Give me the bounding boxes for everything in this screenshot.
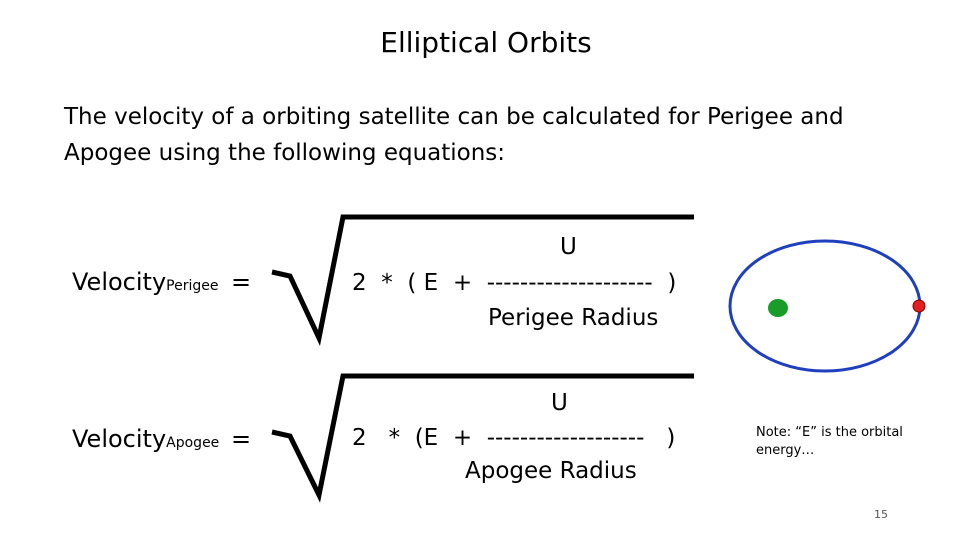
page-number: 15 — [874, 508, 888, 521]
velocity-apogee-label: VelocityApogee — [72, 425, 219, 453]
perigee-expression: 2 * ( E + -------------------- ) — [352, 270, 677, 296]
velocity-apogee-word: Velocity — [72, 425, 167, 453]
satellite-marker — [912, 299, 926, 313]
orbit-ellipse — [728, 239, 922, 373]
planet-marker — [768, 299, 788, 317]
velocity-perigee-label: VelocityPerigee — [72, 268, 218, 296]
orbital-energy-note: Note: “E” is the orbital energy… — [756, 425, 903, 458]
apogee-numerator: U — [551, 390, 568, 416]
perigee-equals-sign: = — [231, 268, 252, 296]
velocity-apogee-subscript: Apogee — [166, 435, 220, 451]
perigee-numerator: U — [560, 234, 577, 260]
velocity-perigee-subscript: Perigee — [166, 278, 219, 294]
perigee-denominator: Perigee Radius — [488, 305, 659, 331]
intro-text-line-2: Apogee using the following equations: — [64, 140, 506, 166]
apogee-equals-sign: = — [231, 425, 252, 453]
apogee-expression: 2 * (E + ------------------- ) — [352, 425, 676, 451]
velocity-perigee-word: Velocity — [72, 268, 167, 296]
intro-text-line-1: The velocity of a orbiting satellite can… — [64, 104, 844, 130]
slide-title: Elliptical Orbits — [380, 26, 592, 59]
apogee-denominator: Apogee Radius — [465, 458, 637, 484]
perigee-radical-sign — [271, 214, 694, 346]
apogee-radical-sign — [271, 373, 694, 503]
